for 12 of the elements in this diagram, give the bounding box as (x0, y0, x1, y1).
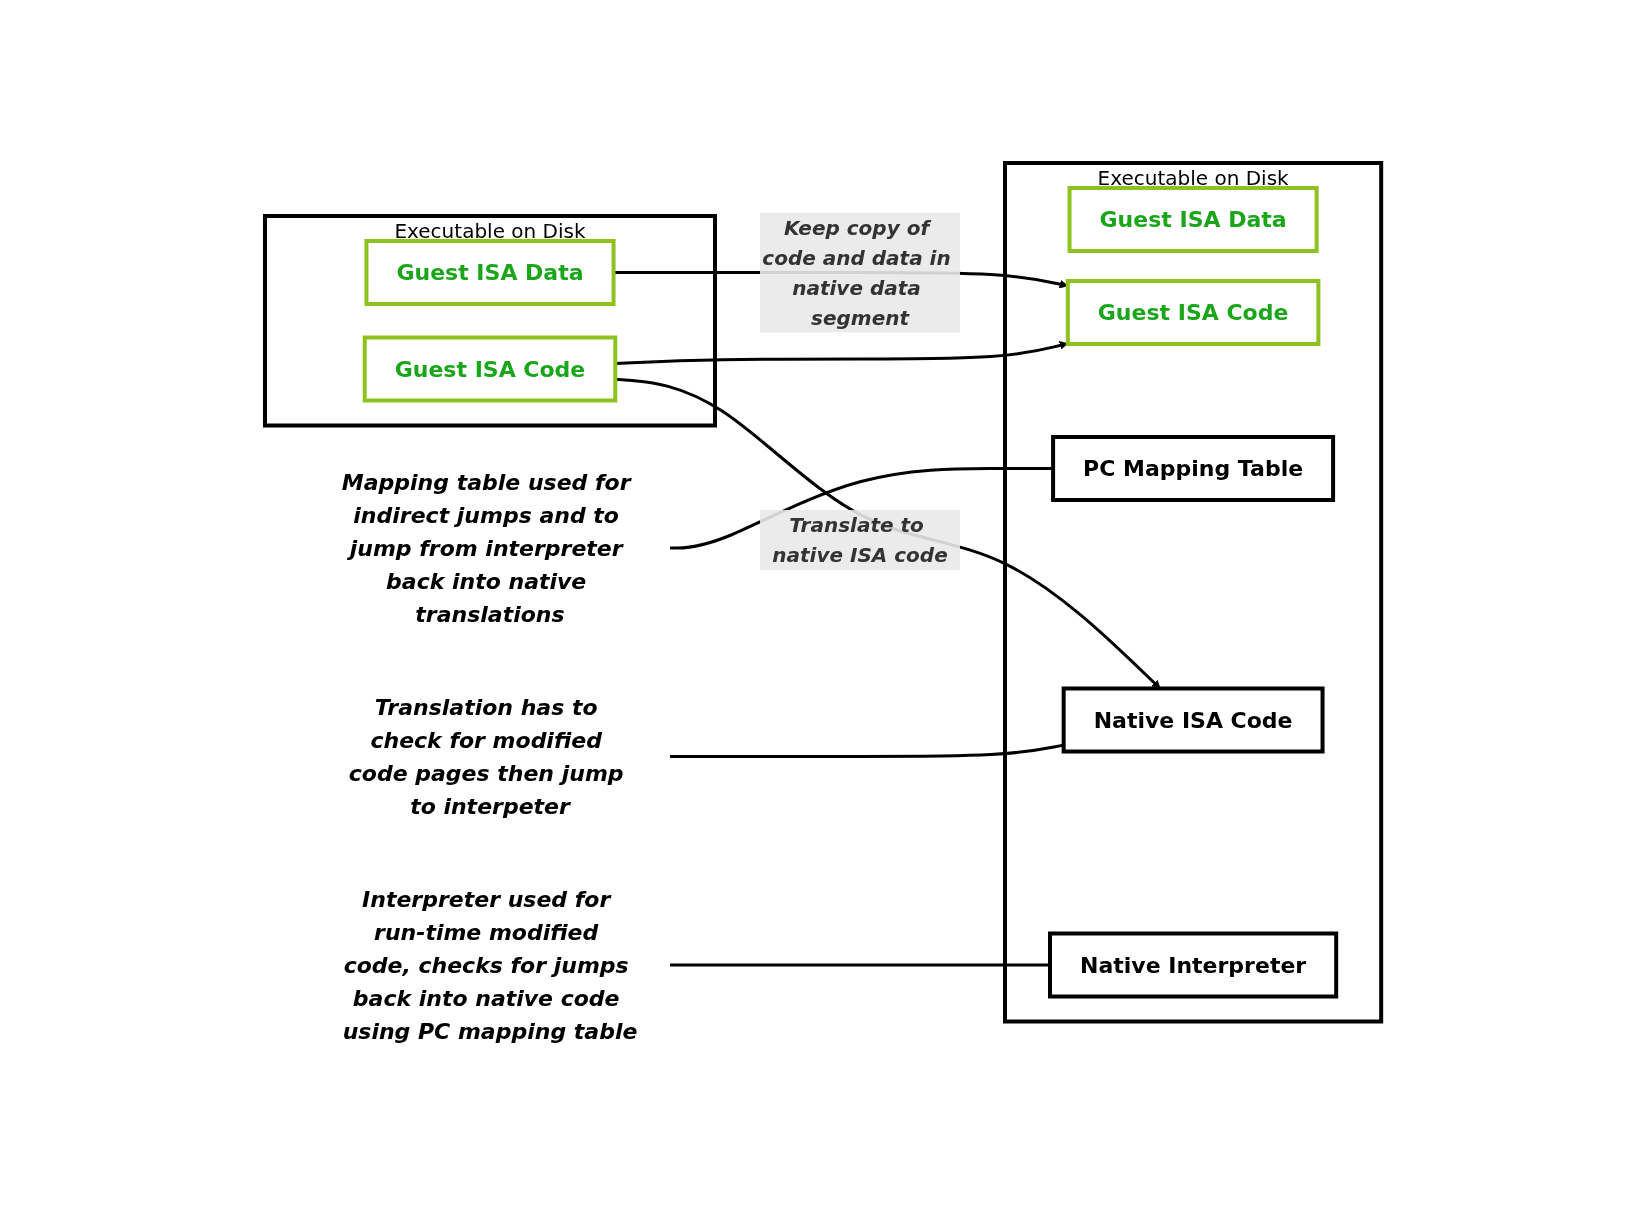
node-box: Guest ISA Code (1066, 278, 1321, 346)
node-box: Guest ISA Data (1067, 185, 1320, 253)
edge-label: Keep copy of code and data in native data segment (762, 215, 952, 330)
node-box: PC Mapping Table (1051, 434, 1336, 502)
node-text: Interpreter used for run-time modified code, checks for jumps back into native code using PC mapping table (343, 886, 638, 1044)
node-box: Guest ISA Code (363, 335, 618, 403)
node-box: Native ISA Code (1062, 686, 1325, 754)
edge-label: Translate to native ISA code (772, 512, 949, 567)
node-box: Native Interpreter (1048, 931, 1339, 999)
node-text: Mapping table used for indirect jumps and to jump from interpreter back into native translations (342, 469, 631, 627)
node-text: Translation has to check for modified code pages then jump to interpeter (349, 694, 624, 819)
node-box: Guest ISA Data (364, 238, 616, 306)
